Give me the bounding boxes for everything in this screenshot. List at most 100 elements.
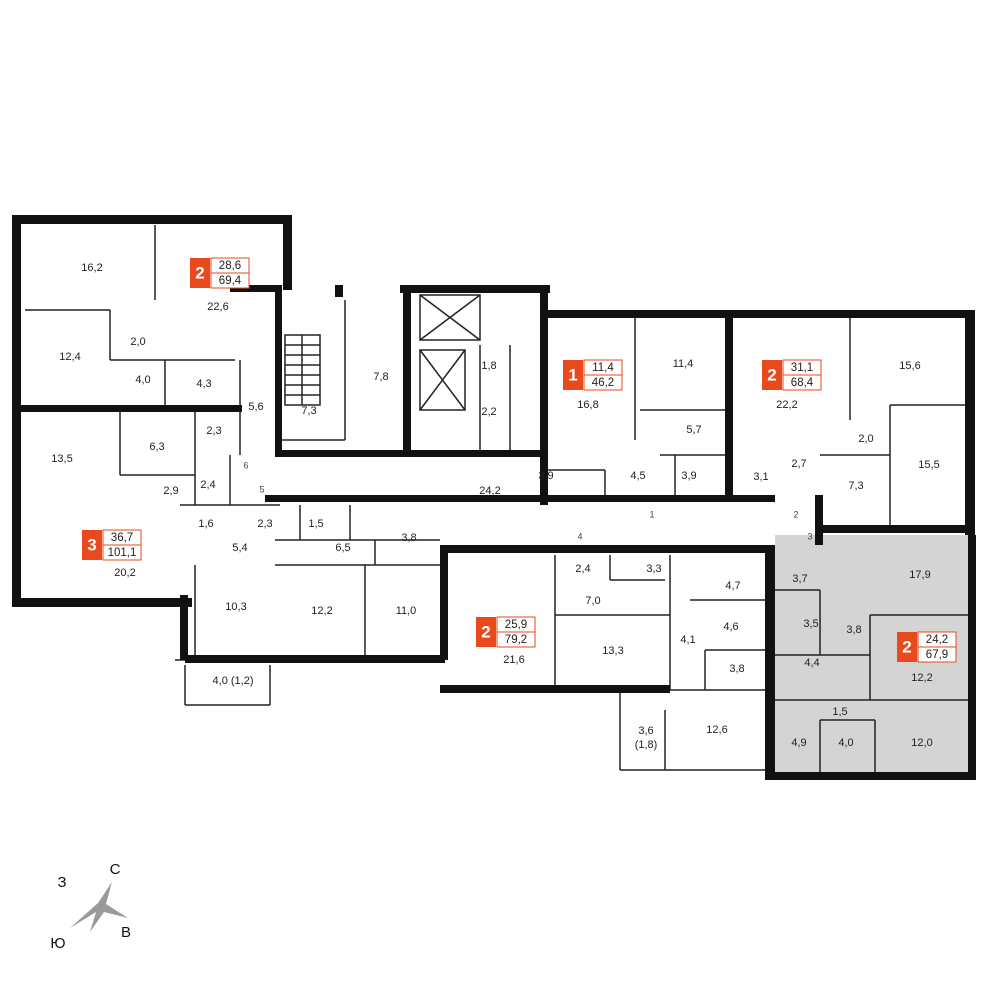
badge-total-area: 101,1 [108, 547, 137, 559]
room-area-label: 15,6 [899, 360, 920, 372]
badge-room-count-box [476, 617, 496, 647]
room-area-label: 2,3 [257, 518, 272, 530]
room-area-label: 3,3 [646, 563, 661, 575]
room-area-label: 1,5 [832, 706, 847, 718]
room-area-label: 1,6 [198, 518, 213, 530]
room-area-label: 21,6 [503, 654, 524, 666]
compass-west: З [57, 874, 66, 891]
badge-room-count: 2 [195, 263, 204, 282]
stair-marker: 1 [649, 509, 654, 519]
room-area-label: 5,7 [686, 424, 701, 436]
structural-walls [12, 215, 976, 780]
room-area-label: 16,8 [577, 399, 598, 411]
interior-partitions [25, 225, 975, 778]
compass-star-icon [70, 882, 128, 932]
staircase [284, 334, 321, 406]
compass-east: В [121, 924, 131, 941]
room-area-label: 3,6(1,8) [635, 725, 658, 751]
badge-living-area: 28,6 [219, 260, 241, 272]
room-area-label: 12,2 [311, 605, 332, 617]
badge-living-area: 36,7 [111, 532, 133, 544]
stair-marker: 4 [577, 531, 582, 541]
room-area-label: 4,0 [135, 374, 150, 386]
badge-living-area: 11,4 [592, 362, 614, 374]
room-area-label: 24,2 [479, 485, 500, 497]
badge-total-area: 69,4 [219, 275, 242, 287]
badge-room-count: 2 [767, 365, 776, 384]
room-area-label: 3,9 [681, 470, 696, 482]
room-area-label: 7,8 [373, 371, 388, 383]
room-area-label: 4,4 [804, 657, 819, 669]
highlighted-apartment[interactable] [775, 535, 975, 778]
compass: З С В Ю [50, 861, 131, 952]
room-area-label: 12,0 [911, 737, 932, 749]
badge-room-count: 1 [568, 365, 577, 384]
room-area-label: 3,8 [401, 532, 416, 544]
room-area-label: 1,5 [308, 518, 323, 530]
stair-marker: 6 [243, 460, 248, 470]
room-area-label: 3,7 [792, 573, 807, 585]
stair-marker: 3 [807, 531, 812, 541]
badge-room-count-box [897, 632, 917, 662]
room-area-label: 2,3 [206, 425, 221, 437]
room-area-label: 7,3 [848, 480, 863, 492]
room-area-label: 4,7 [725, 580, 740, 592]
stair-marker: 5 [259, 484, 264, 494]
badge-living-area: 25,9 [505, 619, 527, 631]
room-area-label: 20,2 [114, 567, 135, 579]
badge-room-count-box [82, 530, 102, 560]
room-area-label: 13,5 [51, 453, 72, 465]
room-area-label: 4,9 [791, 737, 806, 749]
room-area-label: 4,0 (1,2) [213, 675, 254, 687]
room-area-label: 3,8 [729, 663, 744, 675]
badge-room-count-box [762, 360, 782, 390]
room-area-label: 4,1 [680, 634, 695, 646]
badge-room-count-box [563, 360, 583, 390]
badge-room-count-box [190, 258, 210, 288]
room-area-label: 2,7 [791, 458, 806, 470]
badge-room-count: 3 [87, 535, 96, 554]
badge-total-area: 68,4 [791, 377, 814, 389]
room-area-label: 3,9 [538, 470, 553, 482]
apartment-badge[interactable]: 3 36,7 101,1 [82, 529, 142, 561]
room-area-label: 12,6 [706, 724, 727, 736]
room-area-label: 11,4 [673, 358, 694, 370]
room-area-label: 6,3 [149, 441, 164, 453]
room-area-label: 7,3 [301, 405, 316, 417]
room-area-label: 13,3 [602, 645, 623, 657]
room-area-label: 2,4 [200, 479, 215, 491]
room-area-label: 1,8 [481, 360, 496, 372]
room-area-label: 3,5 [803, 618, 818, 630]
room-area-label: 10,3 [225, 601, 246, 613]
room-area-label: 12,4 [59, 351, 80, 363]
room-area-label: 4,3 [196, 378, 211, 390]
room-area-label: 5,6 [248, 401, 263, 413]
room-area-label: 6,5 [335, 542, 350, 554]
compass-south: Ю [50, 935, 65, 952]
compass-north: С [110, 861, 121, 878]
room-area-label: 22,2 [776, 399, 797, 411]
apartment-badge[interactable]: 1 11,4 46,2 [563, 359, 623, 391]
room-area-label: 2,4 [575, 563, 590, 575]
room-area-label: 2,0 [130, 336, 145, 348]
room-area-label: 15,5 [918, 459, 939, 471]
room-area-label: 4,5 [630, 470, 645, 482]
badge-total-area: 67,9 [926, 649, 948, 661]
apartment-badge[interactable]: 2 28,6 69,4 [190, 257, 250, 289]
badge-total-area: 79,2 [505, 634, 527, 646]
room-area-label: 22,6 [207, 301, 228, 313]
room-area-label: 12,2 [911, 672, 932, 684]
room-area-label: 2,0 [858, 433, 873, 445]
room-area-label: 17,9 [909, 569, 930, 581]
room-area-label: 7,0 [585, 595, 600, 607]
lift-shafts [419, 294, 481, 411]
badge-total-area: 46,2 [592, 377, 614, 389]
room-area-label: 4,6 [723, 621, 738, 633]
room-area-label: 3,1 [753, 471, 768, 483]
